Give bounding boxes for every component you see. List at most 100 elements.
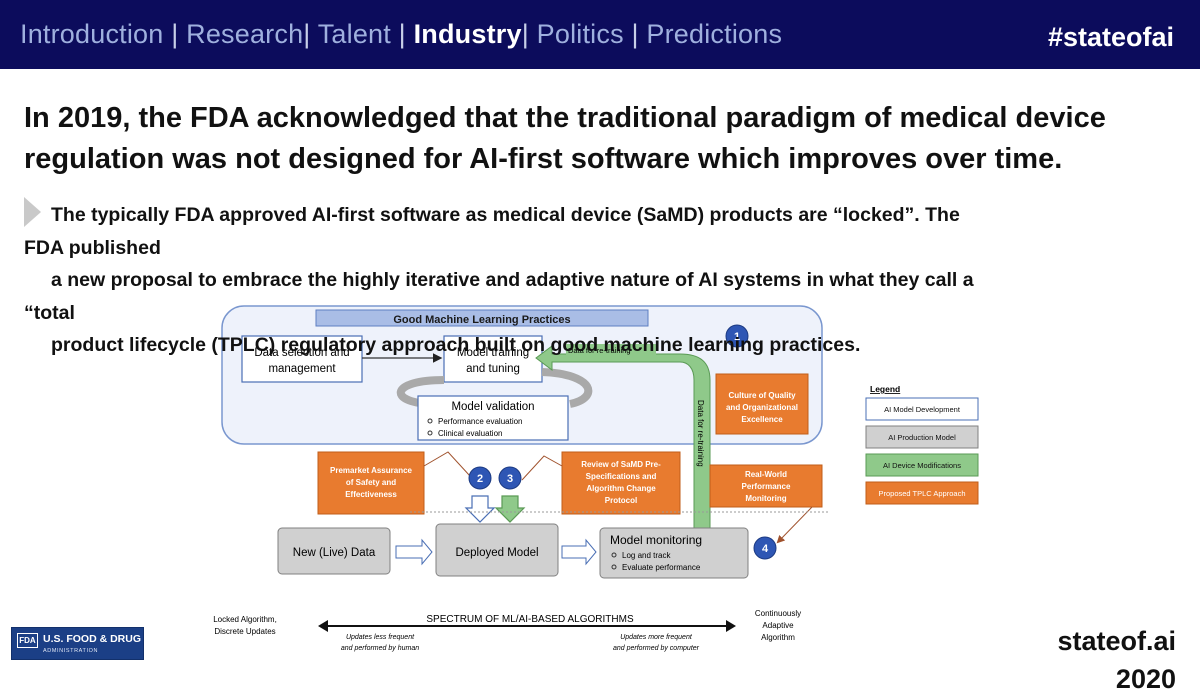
body-line: “total — [24, 301, 75, 324]
triangle-bullet-icon — [24, 197, 41, 227]
spectrum-left-note-2: and performed by human — [341, 645, 419, 652]
review-line-2: Specifications and — [586, 472, 657, 481]
legend-title: Legend — [870, 384, 900, 394]
spectrum-right-line-1: Continuously — [755, 609, 801, 618]
slide-headline: In 2019, the FDA acknowledged that the t… — [24, 102, 1106, 175]
step-1-number: 1 — [734, 331, 740, 343]
step-4-number: 4 — [762, 543, 769, 555]
nav-separator: | — [303, 19, 311, 49]
fda-logo-subtitle: ADMINISTRATION — [43, 648, 99, 654]
review-box — [561, 451, 681, 515]
nav-separator: | — [398, 19, 406, 49]
spectrum-right-note-1: Updates more frequent — [620, 634, 693, 641]
gmlp-title-bar — [315, 309, 649, 327]
spectrum-arrow-right — [726, 620, 736, 632]
body-line: The typically FDA approved AI-first soft… — [24, 197, 1184, 232]
connector-review — [521, 455, 563, 481]
step-3-arrow — [494, 495, 526, 523]
nav-item-talent[interactable]: Talent — [317, 19, 391, 49]
culture-box — [715, 373, 809, 435]
data-selection-box — [241, 335, 363, 383]
arrow-deployed-to-monitoring — [561, 538, 597, 566]
spectrum-right-note-2: and performed by computer — [613, 645, 700, 652]
culture-line-1: Culture of Quality — [728, 391, 796, 400]
hashtag: #stateofai — [1048, 22, 1175, 52]
monitoring-item-1: Log and track — [622, 551, 671, 560]
realworld-box — [709, 464, 823, 508]
legend-label: AI Device Modifications — [883, 461, 961, 470]
retraining-top-label: Data for re-training — [568, 346, 631, 355]
nav-separator: | — [631, 19, 639, 49]
realworld-line-2: Performance — [742, 482, 791, 491]
body-line: a new proposal to embrace the highly ite… — [51, 269, 974, 291]
realworld-line-3: Monitoring — [745, 494, 786, 503]
legend: AI Model Development AI Production ModelA… — [865, 397, 979, 505]
bullet-circle — [427, 430, 433, 436]
site-url: stateof.ai 2020 — [1057, 626, 1176, 694]
step-4-badge — [753, 536, 777, 560]
premarket-line-3: Effectiveness — [345, 490, 397, 499]
deployed-model-label: Deployed Model — [455, 547, 538, 559]
validation-item-1: Performance evaluation — [438, 417, 523, 426]
retraining-side-label: Data for re-training — [696, 400, 705, 467]
arrow-data-to-deployed — [395, 538, 433, 566]
review-line-3: Algorithm Change — [586, 484, 656, 493]
review-line-4: Protocol — [605, 496, 637, 505]
body-line: FDA published — [24, 236, 161, 259]
monitoring-box — [599, 527, 749, 579]
spectrum-arrow-left — [318, 620, 328, 632]
model-validation-title: Model validation — [451, 401, 534, 413]
nav-item-introduction[interactable]: Introduction — [20, 19, 164, 49]
spectrum-left-line-2: Discrete Updates — [214, 627, 275, 636]
step-3-badge — [498, 466, 522, 490]
nav-item-politics[interactable]: Politics — [536, 19, 624, 49]
spectrum-title: SPECTRUM OF ML/AI-BASED ALGORITHMS — [426, 614, 634, 625]
culture-line-3: Excellence — [741, 415, 783, 424]
body-bullet: The typically FDA approved AI-first soft… — [24, 197, 1184, 362]
fda-logo: FDA U.S. FOOD & DRUG ADMINISTRATION — [11, 627, 144, 660]
culture-line-2: and Organizational — [726, 403, 798, 412]
gmlp-title: Good Machine Learning Practices — [393, 314, 570, 326]
step-1-badge — [725, 324, 749, 348]
body-text: The typically FDA approved AI-first soft… — [51, 204, 960, 226]
model-validation-box — [417, 395, 569, 441]
nav-item-industry[interactable]: Industry — [413, 19, 522, 49]
diagram-canvas: Good Machine Learning Practices Data sel… — [213, 305, 979, 652]
new-data-label: New (Live) Data — [293, 547, 376, 559]
spectrum-left-note-1: Updates less frequent — [346, 634, 415, 641]
legend-label: Proposed TPLC Approach — [878, 489, 965, 498]
data-selection-line-1: Data selection and — [254, 347, 349, 359]
connector-premarket — [423, 451, 471, 477]
bullet-circle — [427, 418, 433, 424]
legend-label: AI Production Model — [888, 433, 956, 442]
bullet-circle — [611, 564, 617, 570]
model-training-box — [443, 335, 543, 383]
premarket-line-1: Premarket Assurance — [330, 466, 413, 475]
legend-label: AI Model Development — [884, 405, 961, 414]
validation-item-2: Clinical evaluation — [438, 429, 502, 438]
step-2-number: 2 — [477, 473, 483, 485]
connector-realworld — [776, 506, 813, 544]
step-2-arrow — [464, 495, 496, 523]
premarket-line-2: of Safety and — [346, 478, 396, 487]
nav-item-predictions[interactable]: Predictions — [646, 19, 783, 49]
monitoring-item-2: Evaluate performance — [622, 563, 701, 572]
spectrum-left-line-1: Locked Algorithm, — [213, 615, 277, 624]
model-training-line-1: Model training — [457, 347, 529, 359]
spectrum-right-line-3: Algorithm — [761, 633, 795, 642]
legend-swatch — [865, 453, 979, 477]
legend-swatch — [865, 397, 979, 421]
bullet-circle — [611, 552, 617, 558]
legend-swatch — [865, 481, 979, 505]
step-2-badge — [468, 466, 492, 490]
premarket-box — [317, 451, 425, 515]
spectrum-right-line-2: Adaptive — [762, 621, 794, 630]
nav-item-research[interactable]: Research — [186, 19, 304, 49]
fda-tplc-diagram: Good Machine Learning Practices Data sel… — [200, 300, 990, 660]
new-data-box — [277, 527, 391, 575]
retraining-arrow — [535, 345, 711, 531]
review-line-1: Review of SaMD Pre- — [581, 460, 661, 469]
fda-mark-icon: FDA — [17, 633, 38, 648]
nav-separator: | — [521, 19, 529, 49]
body-line: product lifecycle (TPLC) regulatory appr… — [51, 334, 861, 356]
